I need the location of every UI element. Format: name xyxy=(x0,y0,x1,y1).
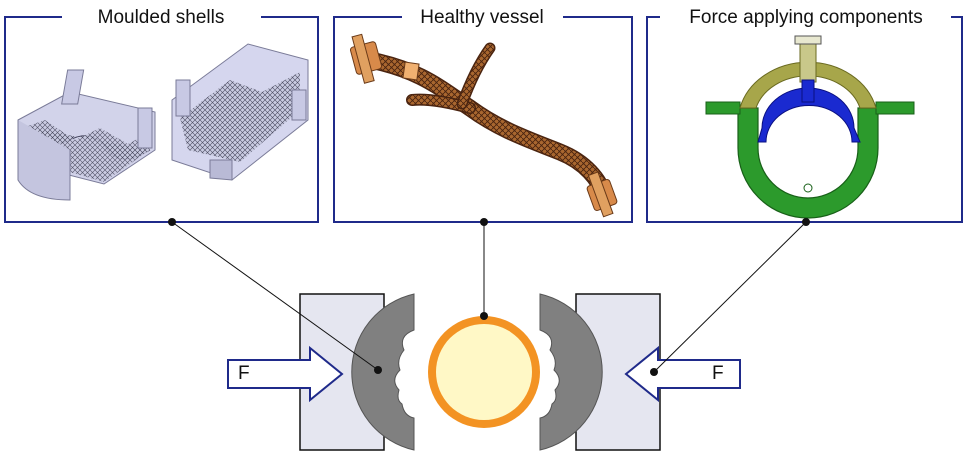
dot-panel1 xyxy=(168,218,176,226)
panel-title-force-components: Force applying components xyxy=(685,7,927,29)
left-force-arrow xyxy=(227,345,344,403)
left-moulded-shell xyxy=(351,293,415,451)
right-force-arrow xyxy=(624,345,741,403)
dot-panel3 xyxy=(802,218,810,226)
dot-force xyxy=(650,368,658,376)
panel-frame-moulded-shells xyxy=(4,16,319,223)
healthy-vessel-illustration xyxy=(349,33,618,218)
connector-moulded-shells xyxy=(171,221,379,371)
panel-title-healthy-vessel: Healthy vessel xyxy=(416,7,548,29)
right-force-label: F xyxy=(712,363,724,384)
right-moulded-shell xyxy=(539,293,603,451)
left-force-label: F xyxy=(238,363,250,384)
panel-title-moulded-shells: Moulded shells xyxy=(93,7,229,29)
connector-force-components xyxy=(653,221,807,373)
dot-vessel xyxy=(480,312,488,320)
force-components-illustration xyxy=(705,35,915,219)
dot-shell xyxy=(374,366,382,374)
moulded-shells-illustration xyxy=(17,43,309,201)
vessel-lumen xyxy=(436,324,532,420)
dot-panel2 xyxy=(480,218,488,226)
